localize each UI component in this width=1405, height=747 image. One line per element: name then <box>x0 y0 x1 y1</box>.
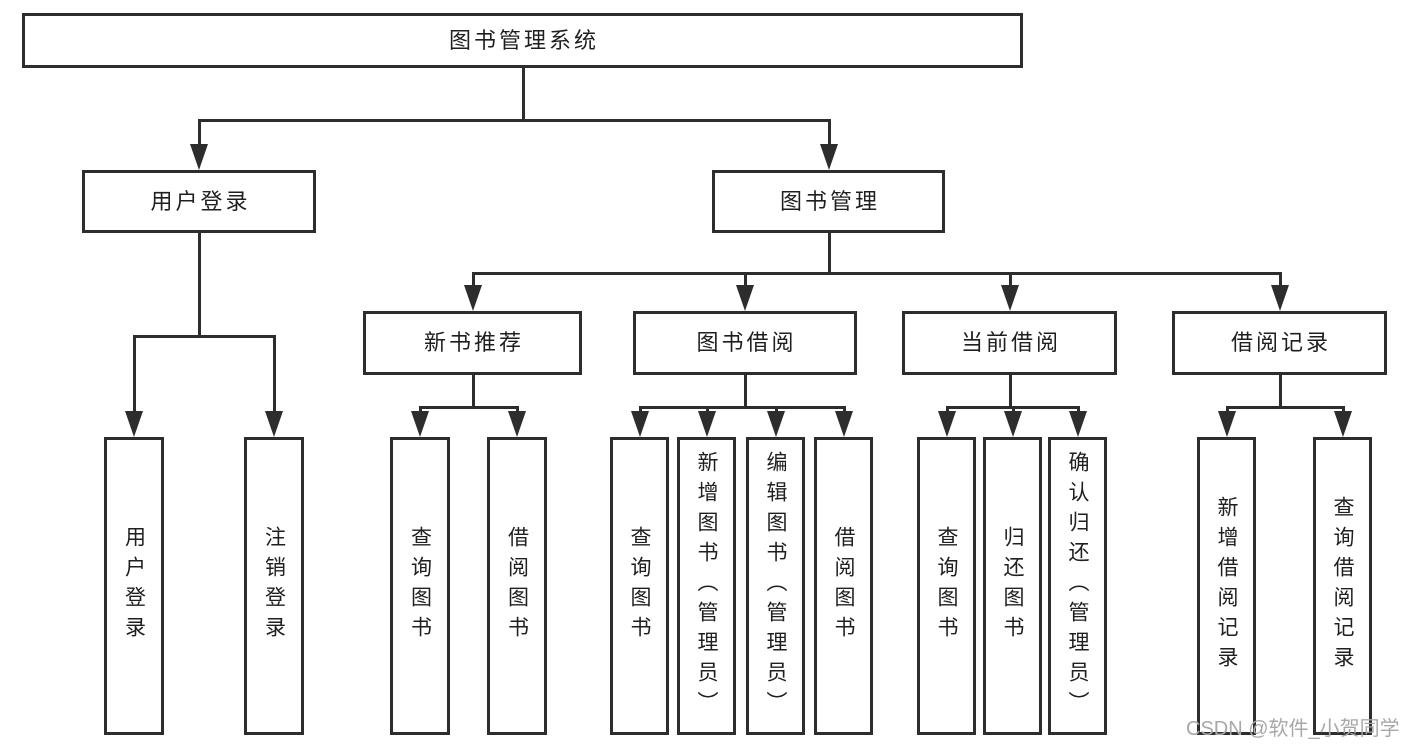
node-label-query-book-3: 查询图书 <box>935 526 958 646</box>
edge-line <box>743 375 747 406</box>
node-new-book-rec: 新书推荐 <box>363 311 582 375</box>
edge-line <box>418 406 519 409</box>
node-label-login: 用户登录 <box>122 526 146 646</box>
node-add-book: 新增图书（管理员） <box>677 437 736 735</box>
node-borrow-book-1: 借阅图书 <box>487 437 547 735</box>
node-edit-book: 编辑图书（管理员） <box>746 437 805 735</box>
node-book-borrow: 图书借阅 <box>633 311 857 375</box>
node-label-book-mgmt: 图书管理 <box>779 188 880 214</box>
edge-arrowhead-icon <box>938 411 956 437</box>
edge-line <box>638 406 846 409</box>
node-label-query-borrow-record: 查询借阅记录 <box>1331 496 1354 676</box>
node-label-query-book-2: 查询图书 <box>628 526 651 646</box>
edge-arrowhead-icon <box>698 411 716 437</box>
edge-arrowhead-icon <box>820 144 838 170</box>
node-confirm-return: 确认归还（管理员） <box>1048 437 1107 735</box>
edge-line <box>743 272 747 291</box>
node-label-book-borrow: 图书借阅 <box>696 330 797 355</box>
edge-arrowhead-icon <box>1334 411 1352 437</box>
node-label-new-book-rec: 新书推荐 <box>423 330 524 355</box>
node-return-book: 归还图书 <box>983 437 1042 735</box>
edge-arrowhead-icon <box>411 411 429 437</box>
edge-line <box>197 119 831 122</box>
node-label-logout: 注销登录 <box>262 526 286 646</box>
node-label-current-borrow: 当前借阅 <box>960 330 1061 355</box>
edge-arrowhead-icon <box>508 411 526 437</box>
node-label-user-login: 用户登录 <box>150 188 251 214</box>
node-query-book-2: 查询图书 <box>610 437 669 735</box>
node-login: 用户登录 <box>104 437 164 735</box>
edge-arrowhead-icon <box>265 411 283 437</box>
edge-line <box>197 119 201 150</box>
node-current-borrow: 当前借阅 <box>902 311 1117 375</box>
node-label-query-book-1: 查询图书 <box>408 526 432 646</box>
edge-line <box>827 233 831 272</box>
edge-line <box>132 335 136 417</box>
node-label-add-borrow-record: 新增借阅记录 <box>1215 496 1238 676</box>
node-book-mgmt: 图书管理 <box>712 170 945 233</box>
edge-arrowhead-icon <box>1069 411 1087 437</box>
edge-line <box>1225 406 1345 409</box>
edge-arrowhead-icon <box>1271 285 1289 311</box>
edge-line <box>1008 375 1012 406</box>
node-label-root: 图书管理系统 <box>448 27 599 53</box>
edge-arrowhead-icon <box>464 285 482 311</box>
edge-line <box>521 68 525 119</box>
edge-arrowhead-icon <box>767 411 785 437</box>
node-label-add-book: 新增图书（管理员） <box>695 451 718 721</box>
edge-arrowhead-icon <box>190 144 208 170</box>
node-label-return-book: 归还图书 <box>1001 526 1024 646</box>
edge-line <box>827 119 831 150</box>
node-query-book-1: 查询图书 <box>390 437 450 735</box>
node-label-edit-book: 编辑图书（管理员） <box>764 451 787 721</box>
edge-arrowhead-icon <box>1004 411 1022 437</box>
edge-line <box>471 272 475 291</box>
csdn-watermark: CSDN @软件_小贺同学 <box>1186 718 1400 740</box>
edge-line <box>1008 272 1012 291</box>
node-borrow-records: 借阅记录 <box>1172 311 1387 375</box>
node-root: 图书管理系统 <box>22 13 1023 68</box>
edge-line <box>471 272 1282 275</box>
edge-arrowhead-icon <box>1218 411 1236 437</box>
edge-line <box>132 335 276 338</box>
edge-line <box>272 335 276 417</box>
node-borrow-book-2: 借阅图书 <box>814 437 873 735</box>
edge-arrowhead-icon <box>125 411 143 437</box>
node-query-book-3: 查询图书 <box>917 437 976 735</box>
edge-line <box>1278 272 1282 291</box>
edge-arrowhead-icon <box>1001 285 1019 311</box>
node-user-login: 用户登录 <box>82 170 316 233</box>
edge-arrowhead-icon <box>835 411 853 437</box>
edge-line <box>471 375 475 406</box>
node-query-borrow-record: 查询借阅记录 <box>1313 437 1372 735</box>
node-logout: 注销登录 <box>244 437 304 735</box>
node-label-borrow-records: 借阅记录 <box>1230 330 1331 355</box>
edge-line <box>197 233 201 335</box>
node-label-borrow-book-1: 借阅图书 <box>505 526 529 646</box>
node-label-borrow-book-2: 借阅图书 <box>832 526 855 646</box>
edge-arrowhead-icon <box>631 411 649 437</box>
edge-arrowhead-icon <box>736 285 754 311</box>
node-label-confirm-return: 确认归还（管理员） <box>1066 451 1089 721</box>
edge-line <box>1278 375 1282 406</box>
node-add-borrow-record: 新增借阅记录 <box>1197 437 1256 735</box>
